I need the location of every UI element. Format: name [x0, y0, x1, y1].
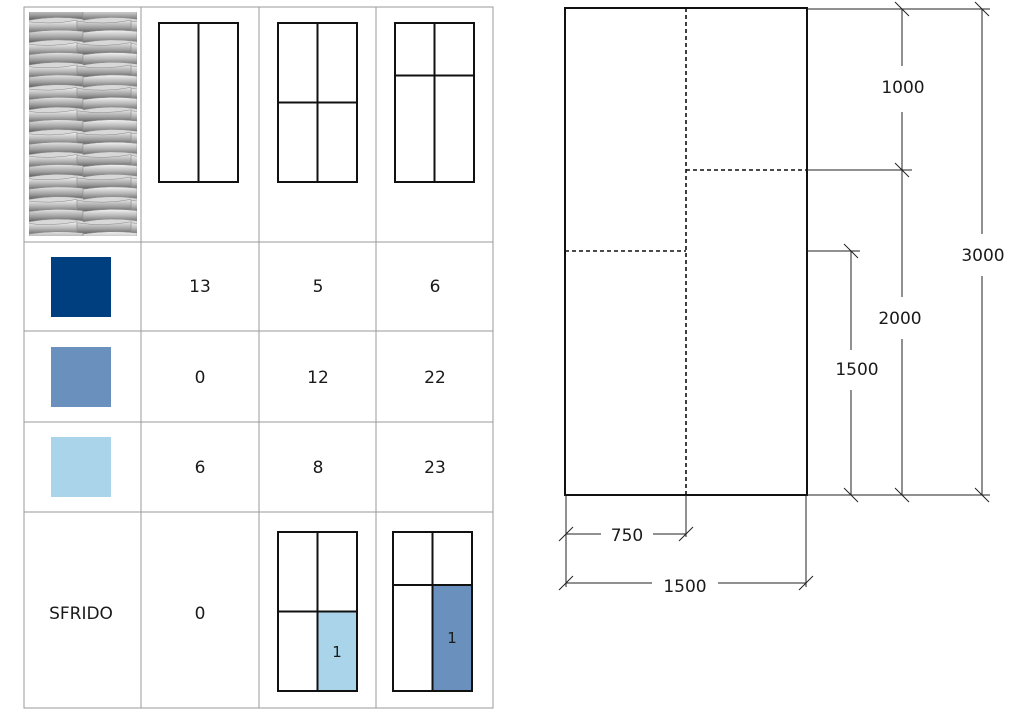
waste-piece-label: 1: [332, 643, 342, 661]
dim-tick: [678, 526, 694, 542]
weave-strip: [136, 12, 137, 21]
sheet-drawing: 1000 2000 3000 1500 750 1500: [558, 1, 1005, 597]
dim-1500h-label: 1500: [663, 577, 706, 597]
dim-2000-label: 2000: [878, 309, 921, 329]
weave-strip: [0, 222, 23, 234]
weave-strip: [29, 98, 30, 110]
waste-piece-mid-blue: [433, 585, 472, 691]
count-light-2strips: 6: [195, 458, 206, 478]
dim-tick: [894, 1, 910, 17]
swatch-dark-blue: [51, 257, 111, 317]
weave-strip: [0, 87, 23, 99]
dim-tick: [894, 487, 910, 503]
weave-strip: [130, 43, 137, 55]
waste-panel-4-half: 1: [277, 531, 358, 692]
weave-strip: [82, 164, 137, 178]
count-mid-4half: 12: [307, 368, 329, 388]
weave-strip: [131, 244, 185, 256]
count-dark-2strips: 13: [189, 277, 211, 297]
weave-strip: [29, 231, 84, 236]
weave-strip: [130, 20, 137, 33]
dim-tick: [974, 487, 990, 503]
weave-strip: [82, 119, 137, 133]
weave-strip: [82, 209, 137, 223]
weave-strip: [130, 155, 137, 167]
weave-strip: [29, 187, 30, 199]
weave-strip: [0, 177, 23, 189]
weave-strip: [0, 244, 23, 256]
weave-strip: [130, 177, 137, 190]
waste-piece-label: 1: [447, 629, 457, 647]
weave-strip: [29, 143, 30, 154]
weave-strip: [130, 65, 137, 78]
weave-strip: [29, 31, 30, 42]
dim-tick: [843, 243, 859, 259]
weave-strip: [191, 209, 245, 221]
weave-strip: [136, 211, 137, 223]
weave-strip: [191, 187, 245, 199]
weave-strip: [82, 141, 137, 155]
panel-cut-4-half: [277, 22, 358, 183]
dim-750-label: 750: [611, 526, 643, 546]
weave-strip: [29, 12, 30, 20]
weave-strip: [0, 199, 23, 211]
weave-strip: [191, 8, 245, 20]
dim-tick: [798, 575, 814, 591]
count-mid-4third: 22: [424, 368, 446, 388]
weave-strip: [82, 97, 137, 111]
weave-strip: [185, 222, 239, 234]
weave-strip: [130, 222, 137, 234]
weave-strip: [82, 29, 137, 43]
dim-tick: [558, 526, 574, 542]
weave-strip: [185, 244, 239, 256]
weave-strip: [130, 132, 137, 145]
weave-strip: [0, 155, 23, 167]
panel-cut-4-third: [394, 22, 475, 183]
count-light-4half: 8: [313, 458, 324, 478]
swatch-light-blue: [51, 437, 111, 497]
weave-strip: [130, 110, 137, 122]
weave-strip: [136, 188, 137, 200]
weave-strip: [0, 65, 23, 77]
panel-cut-2-strips: [158, 22, 239, 183]
waste-piece-light-blue: [318, 611, 357, 691]
weave-strip: [0, 132, 23, 144]
weave-strip: [29, 210, 30, 222]
weave-strip: [130, 200, 137, 212]
dim-1500v-label: 1500: [835, 360, 878, 380]
dim-tick: [974, 1, 990, 17]
weave-strip: [29, 75, 30, 87]
count-mid-2strips: 0: [195, 368, 206, 388]
count-light-4third: 23: [424, 458, 446, 478]
weave-strip: [82, 231, 137, 236]
dim-1000-label: 1000: [881, 78, 924, 98]
weave-strip: [77, 244, 131, 256]
weave-pattern: [0, 8, 245, 256]
weave-strip: [82, 52, 137, 66]
dim-tick: [843, 487, 859, 503]
metal-weave-texture: [0, 8, 245, 256]
dim-tick: [558, 575, 574, 591]
weave-strip: [185, 199, 239, 211]
weave-strip: [82, 74, 137, 88]
weave-strip: [82, 186, 137, 200]
waste-label: SFRIDO: [49, 604, 113, 624]
weave-strip: [0, 43, 23, 55]
dim-3000-label: 3000: [961, 246, 1004, 266]
waste-value-2strips: 0: [195, 604, 206, 624]
weave-strip: [0, 20, 23, 32]
count-dark-4half: 5: [313, 277, 324, 297]
weave-strip: [29, 120, 30, 132]
cutting-table: 13 5 6 0 12 22 6 8 23 SFRIDO 0 1 1: [0, 6, 494, 709]
count-dark-4third: 6: [430, 277, 441, 297]
weave-strip: [0, 110, 23, 122]
weave-strip: [29, 53, 30, 65]
weave-strip: [29, 165, 30, 177]
swatch-mid-blue: [51, 347, 111, 407]
weave-strip: [130, 88, 137, 100]
weave-strip: [23, 244, 77, 256]
waste-panel-4-third: 1: [392, 531, 473, 692]
weave-strip: [82, 12, 137, 21]
